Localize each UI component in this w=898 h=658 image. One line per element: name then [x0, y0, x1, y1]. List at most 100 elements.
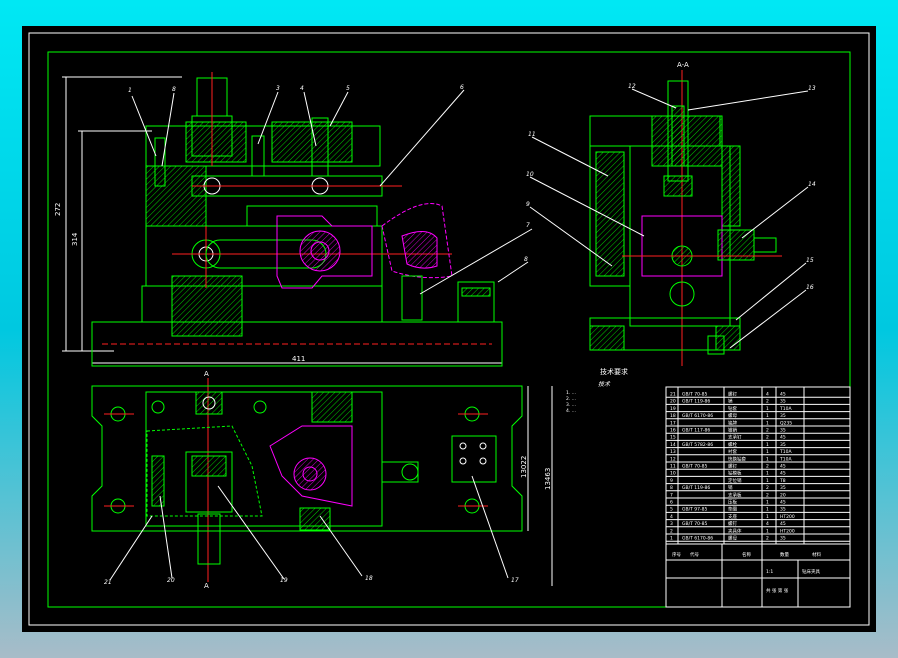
callout-front-8: 8 [524, 256, 528, 263]
bom-cell: 45 [780, 435, 786, 441]
bom-cell: 1 [766, 528, 769, 534]
bom-cell: 垫圈 [728, 506, 737, 513]
bom-cell: 支座 [728, 513, 737, 520]
bom-cell: 销 [728, 484, 733, 491]
bom-cell: 1 [766, 456, 769, 462]
callout-front-7: 7 [526, 222, 530, 229]
bom-cell: 35 [780, 399, 786, 405]
bom-cell: 5 [670, 507, 673, 513]
bom-cell: 1 [766, 449, 769, 455]
section-view-a-a[interactable]: A-A 技术要求 12 13 11 10 [526, 61, 816, 376]
bom-cell: 19 [670, 406, 676, 412]
bom-cell: 18 [670, 413, 676, 419]
bom-cell: GB/T 6170-86 [682, 413, 713, 419]
front-view[interactable]: 272 314 411 [54, 72, 533, 367]
bom-cell: T10A [779, 456, 792, 462]
callout-front-5: 5 [346, 85, 350, 92]
bom-cell: 4 [670, 514, 673, 520]
bom-cell: 2 [766, 485, 769, 491]
bom-cell: GB/T 70-85 [682, 521, 707, 527]
bom-cell: 1 [766, 471, 769, 477]
bom-cell: 20 [780, 492, 786, 498]
callout-plan-21: 21 [104, 579, 112, 586]
dim-overall-height: 272 [54, 203, 62, 216]
bom-cell: 1 [766, 514, 769, 520]
callout-side-9: 9 [526, 201, 530, 208]
bom-cell: 螺母 [728, 535, 737, 542]
bom-cell: 11 [670, 464, 676, 470]
bom-cell: GB/T 97-85 [682, 507, 707, 513]
bom-cell: GB/T 70-85 [682, 392, 707, 398]
bom-cell: 1 [670, 536, 673, 542]
bom-cell: 2 [766, 536, 769, 542]
bom-cell: 14 [670, 442, 676, 448]
bom-cell: 35 [780, 485, 786, 491]
bom-cell: GB/T 5782-86 [682, 442, 713, 448]
notes-title: 技术 [598, 380, 611, 388]
bom-cell: 35 [780, 442, 786, 448]
bom-cell: 16 [670, 428, 676, 434]
bom-header-qty: 数量 [780, 551, 789, 558]
bom-cell: 3 [670, 521, 673, 527]
bom-cell: GB/T 119-86 [682, 485, 710, 491]
bom-cell: 2 [766, 492, 769, 498]
bom-cell: 快换钻套 [728, 455, 746, 462]
plan-view[interactable]: A A 13022 13463 [91, 370, 553, 590]
bom-cell: 螺钉 [728, 391, 737, 398]
workpiece-outline [276, 203, 453, 289]
callout-front-1: 1 [128, 87, 132, 94]
callout-plan-19: 19 [280, 577, 288, 584]
bom-cell: 1 [766, 420, 769, 426]
notes-line-2: 2. ... [566, 396, 576, 402]
section-title: A-A [677, 61, 689, 69]
callout-front-2: 8 [172, 86, 176, 93]
bom-cell: 45 [780, 392, 786, 398]
bom-cell: 支承板 [728, 491, 742, 498]
technical-notes: 技术 1. ... 2. ... 3. ... 4. ... [566, 380, 611, 414]
bom-cell: 1 [766, 500, 769, 506]
callout-side-11: 11 [528, 131, 536, 138]
bom-cell: 6 [670, 500, 673, 506]
bom-cell: GB/T 6170-86 [682, 536, 713, 542]
notes-line-3: 3. ... [566, 402, 576, 408]
bom-cell: Q235 [780, 420, 792, 426]
callout-front-4: 4 [300, 85, 304, 92]
bom-cell: 8 [670, 485, 673, 491]
bom-cell: 铭牌 [728, 419, 737, 426]
bom-cell: 支承钉 [728, 434, 742, 441]
drawing-canvas[interactable]: 272 314 411 [22, 26, 876, 632]
bom-cell: GB/T 119-86 [682, 399, 710, 405]
bom-cell: 13 [670, 449, 676, 455]
callout-side-12: 12 [628, 83, 636, 90]
callout-front-6: 6 [460, 84, 464, 91]
bom-cell: 2 [766, 464, 769, 470]
bom-cell: 1 [766, 442, 769, 448]
bom-cell: 钻模板 [728, 470, 742, 477]
dim-base-length: 411 [292, 355, 305, 363]
bom-cell: 螺栓 [728, 441, 737, 448]
bom-header-name: 名称 [742, 551, 751, 558]
bom-cell: GB/T 117-86 [682, 428, 710, 434]
fixture-body-plan [91, 385, 523, 532]
outer-border [28, 32, 870, 626]
notes-line-1: 1. ... [566, 390, 576, 396]
notes-line-4: 4. ... [566, 408, 576, 414]
dim-plan-inner: 13022 [520, 456, 528, 478]
bom-cell: 21 [670, 392, 676, 398]
section-marker-top: A [204, 370, 209, 378]
bom-cell: 45 [780, 464, 786, 470]
bom-cell: 20 [670, 399, 676, 405]
bom-cell: 35 [780, 507, 786, 513]
bom-cell: 销 [728, 398, 733, 405]
bom-cell: 7 [670, 492, 673, 498]
bom-cell: 35 [780, 413, 786, 419]
bom-header-no: 序号 [672, 551, 681, 558]
bom-cell: 17 [670, 420, 676, 426]
dim-inner-height: 314 [71, 232, 79, 246]
bom-cell: 45 [780, 500, 786, 506]
bom-cell: 螺钉 [728, 520, 737, 527]
bom-cell: 螺钉 [728, 463, 737, 470]
